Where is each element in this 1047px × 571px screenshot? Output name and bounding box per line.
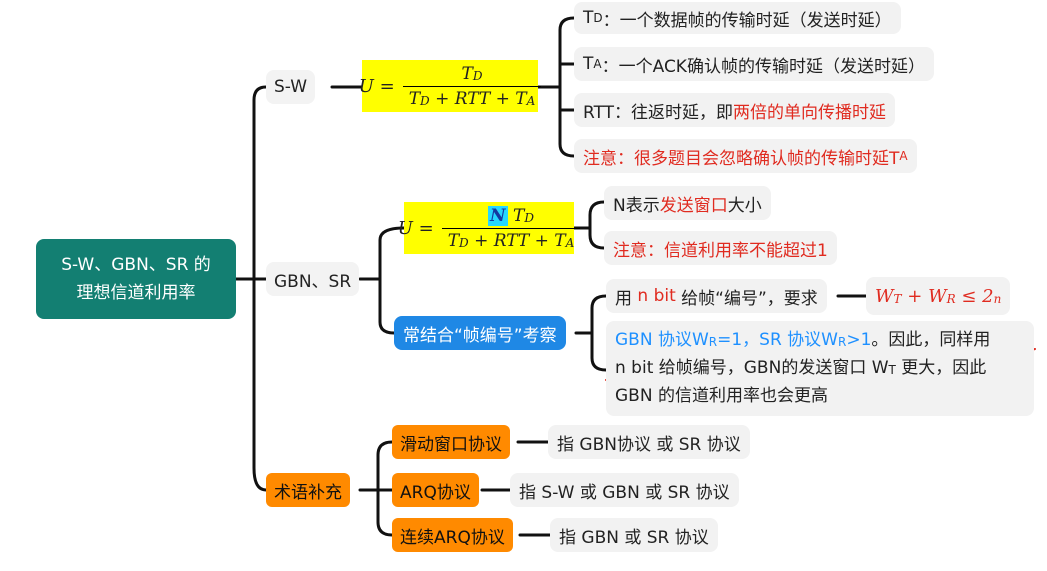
sw-den-mid: + RTT + T [429, 88, 527, 109]
exp-line2s: T [888, 363, 896, 377]
constraint-expr: WT + WR ≤ 2n [875, 286, 1001, 307]
term-arq[interactable]: ARQ协议 [392, 473, 479, 507]
seq-explanation[interactable]: GBN 协议WR=1，SR 协议WR>1。因此，同样用 n bit 给帧编号，G… [606, 321, 1034, 416]
note-rtt[interactable]: RTT：往返时延，即两倍的单向传播时延 [574, 93, 896, 127]
exp-gbn-s: R [708, 335, 718, 349]
term-2-label: 连续ARQ协议 [400, 527, 505, 548]
ta-symbol-sub: A [593, 57, 602, 71]
sw-label: S-W [274, 77, 308, 97]
ta-text: ：一个ACK确认帧的传输时延（发送时延） [601, 56, 925, 77]
constraint-le: ≤ 2 [955, 285, 994, 307]
connector-seq [574, 294, 608, 372]
window-constraint-formula[interactable]: WT + WR ≤ 2n [866, 277, 1011, 315]
term-sliding-window[interactable]: 滑动窗口协议 [392, 425, 510, 459]
exp-line2b: 更大，因此 [895, 358, 987, 378]
term-continuous-arq-desc[interactable]: 指 GBN 或 SR 协议 [550, 518, 718, 552]
connector-terms [358, 440, 394, 537]
gbn-formula[interactable]: U = N TD TD + RTT + TA [398, 202, 581, 254]
gbn-num: T [512, 205, 525, 226]
n-highlight: 发送窗口 [659, 195, 728, 216]
constraint-s2: R [946, 291, 956, 306]
rtt-highlight: 两倍的单向传播时延 [733, 102, 887, 123]
exp-gbn-b: =1，SR 协议W [717, 330, 838, 350]
connector-trunk [252, 85, 268, 492]
exp-rest1: 。因此，同样用 [871, 330, 991, 350]
root-node[interactable]: S-W、GBN、SR 的 理想信道利用率 [36, 239, 236, 319]
sw-num: T [461, 63, 473, 84]
connector-gbn [358, 226, 406, 335]
sw-note-sub: A [899, 149, 908, 163]
term-0-desc: 指 GBN协议 或 SR 协议 [557, 434, 741, 455]
sw-formula-fraction: TD TD + RTT + TA [402, 63, 542, 109]
seq-label: 常结合“帧编号”考察 [403, 325, 557, 346]
term-2-desc: 指 GBN 或 SR 协议 [559, 527, 709, 548]
terms-node[interactable]: 术语补充 [266, 473, 350, 507]
td-symbol: T [583, 8, 594, 28]
sw-note-text: 注意：很多题目会忽略确认帧的传输时延T [583, 148, 900, 169]
req-highlight: n bit [637, 286, 676, 306]
sw-den: T [408, 88, 421, 109]
exp-line3: GBN 的信道利用率也会更高 [615, 386, 828, 406]
gbn-num-sub: D [524, 210, 534, 225]
explanation-text: GBN 协议WR=1，SR 协议WR>1。因此，同样用 n bit 给帧编号，G… [615, 327, 990, 409]
td-text: ：一个数据帧的传输时延（发送时延） [602, 10, 892, 31]
term-1-label: ARQ协议 [400, 482, 471, 503]
note-gbn-limit[interactable]: 注意：信道利用率不能超过1 [604, 231, 837, 265]
note-n-window[interactable]: N表示发送窗口大小 [604, 186, 771, 220]
n-prefix: N表示 [613, 195, 660, 216]
gbn-note-text: 注意：信道利用率不能超过1 [613, 240, 828, 261]
sw-den-sub1: D [420, 93, 430, 108]
constraint-plus: + [901, 285, 929, 307]
term-0-label: 滑动窗口协议 [400, 434, 502, 455]
td-symbol-sub: D [593, 11, 603, 25]
constraint-sup: n [993, 291, 1002, 306]
gbn-node[interactable]: GBN、SR [266, 262, 360, 296]
constraint-w1: W [875, 285, 894, 307]
exp-sr-s: R [838, 335, 847, 349]
gbn-den-sub1: D [459, 235, 469, 250]
term-sliding-window-desc[interactable]: 指 GBN协议 或 SR 协议 [548, 425, 750, 459]
term-1-desc: 指 S-W 或 GBN 或 SR 协议 [519, 482, 730, 503]
exp-line2a: n bit 给帧编号，GBN的发送窗口 W [615, 358, 889, 378]
gbn-den-mid: + RTT + T [468, 230, 566, 251]
seq-requirement[interactable]: 用 n bit 给帧“编号”，要求 [606, 279, 827, 313]
req-suffix: 给帧“编号”，要求 [675, 288, 818, 309]
rtt-prefix: RTT：往返时延，即 [583, 102, 734, 123]
term-arq-desc[interactable]: 指 S-W 或 GBN 或 SR 协议 [510, 473, 739, 507]
sw-den-sub2: A [526, 93, 536, 108]
ta-symbol: T [583, 54, 594, 74]
sw-num-sub: D [472, 68, 483, 83]
gbn-n-highlight: N [488, 205, 508, 226]
n-suffix: 大小 [727, 195, 762, 216]
seq-number-tag[interactable]: 常结合“帧编号”考察 [394, 316, 566, 350]
gbn-formula-fraction: N TD TD + RTT + TA [441, 205, 581, 251]
gbn-formula-lhs: U = [397, 217, 434, 239]
connector-sw-notes [536, 16, 576, 158]
gbn-den-sub2: A [565, 235, 575, 250]
exp-gbn-a: GBN 协议W [615, 330, 709, 350]
root-title-line2: 理想信道利用率 [76, 283, 196, 303]
terms-label: 术语补充 [274, 482, 342, 503]
req-prefix: 用 [615, 288, 638, 309]
root-title-line1: S-W、GBN、SR 的 [61, 255, 211, 275]
exp-sr-b: >1 [846, 330, 872, 350]
gbn-den: T [447, 230, 460, 251]
gbn-label: GBN、SR [274, 271, 352, 292]
constraint-w2: W [928, 285, 947, 307]
term-continuous-arq[interactable]: 连续ARQ协议 [392, 518, 513, 552]
sw-formula[interactable]: U = TD TD + RTT + TA [358, 60, 542, 112]
sw-node[interactable]: S-W [266, 70, 316, 104]
constraint-s1: T [893, 291, 902, 306]
sw-formula-lhs: U = [358, 75, 395, 97]
